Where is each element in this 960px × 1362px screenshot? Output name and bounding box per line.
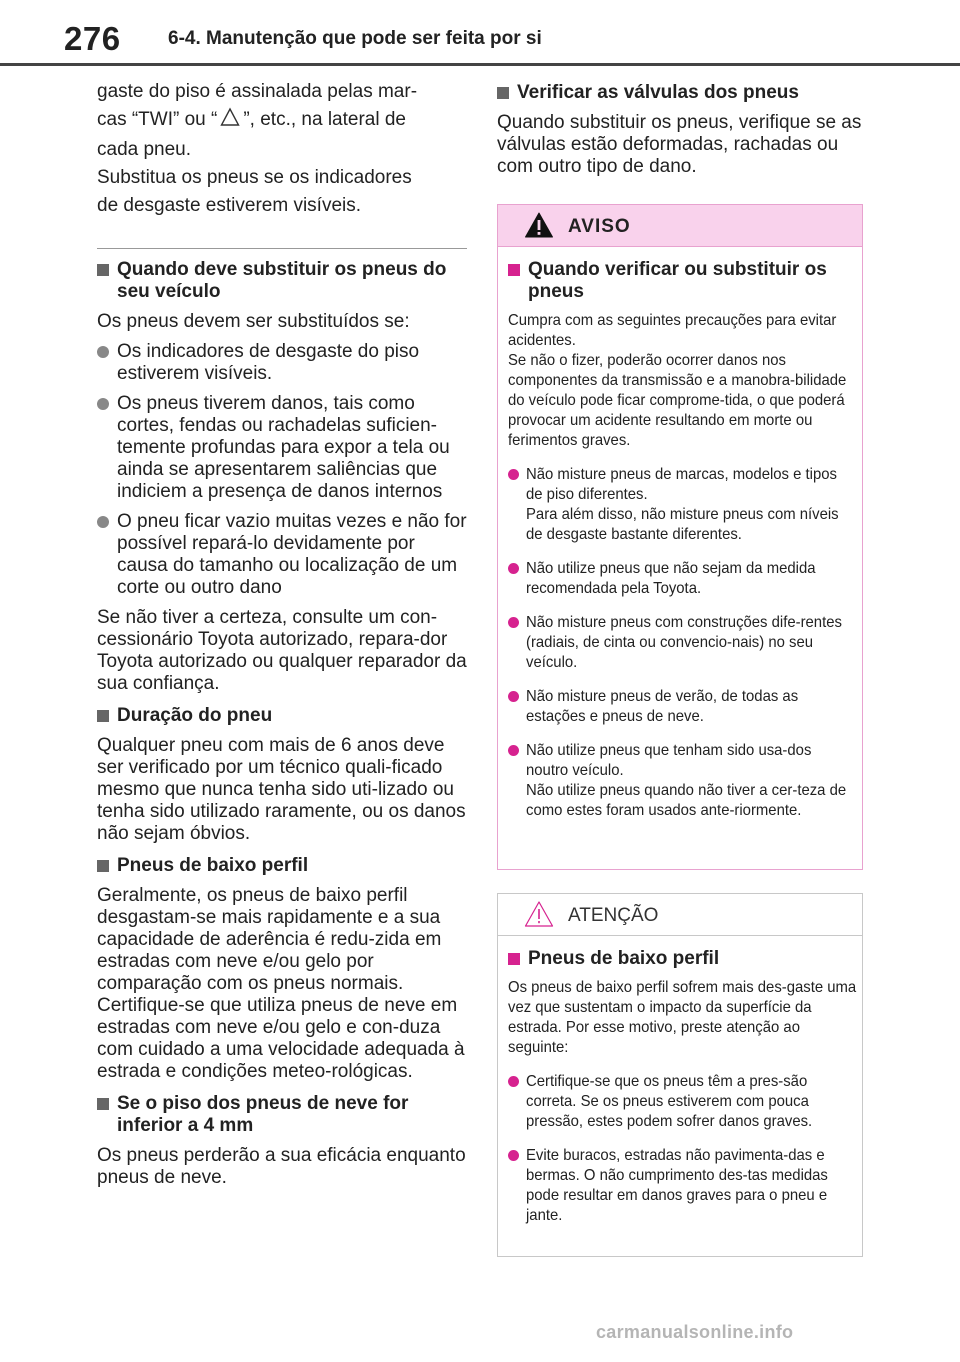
round-bullet-icon (97, 516, 109, 528)
box-text: Cumpra com as seguintes precauções para … (508, 312, 837, 349)
paragraph: Geralmente, os pneus de baixo perfil des… (97, 885, 465, 1082)
section-heading: Se o piso dos pneus de neve for inferior… (97, 1093, 467, 1137)
intro-text: ”, etc., na lateral de (243, 109, 406, 130)
triangle-outline-icon (220, 107, 241, 136)
list-item: Os pneus tiverem danos, tais como cortes… (97, 393, 467, 503)
section-title: 6-4. Manutenção que pode ser feita por s… (168, 28, 542, 49)
round-bullet-icon (508, 1150, 519, 1161)
list-item: Evite buracos, estradas não pavimenta-da… (508, 1146, 852, 1226)
section-heading: Pneus de baixo perfil (97, 855, 467, 877)
list-item: Não misture pneus de marcas, modelos e t… (508, 465, 852, 545)
section-heading: Duração do pneu (97, 705, 467, 727)
paragraph: Os pneus perderão a sua eficácia enquant… (97, 1145, 466, 1188)
caution-box-body: Pneus de baixo perfil Os pneus de baixo … (498, 936, 862, 1226)
intro-line: Substitua os pneus se os indicadores (97, 167, 412, 188)
header-divider (0, 63, 960, 66)
list-item: Não utilize pneus que tenham sido usa-do… (508, 741, 852, 821)
box-text: Se não o fizer, poderão ocorrer danos no… (508, 352, 847, 449)
round-bullet-icon (97, 346, 109, 358)
page-number: 276 (64, 20, 121, 57)
warning-box-body: Quando verificar ou substituir os pneus … (498, 247, 862, 821)
box-heading: Quando verificar ou substituir os pneus (508, 259, 852, 303)
paragraph: Os pneus devem ser substituídos se: (97, 311, 410, 332)
section-heading: Quando deve substituir os pneus do seu v… (97, 259, 467, 303)
list-item: Não utilize pneus que não sejam da medid… (508, 559, 852, 599)
round-bullet-icon (508, 691, 519, 702)
intro-line: gaste do piso é assinalada pelas mar- (97, 81, 418, 102)
caution-box-title: ATENÇÃO (568, 905, 659, 926)
intro-line: cas “TWI” ou “ ”, etc., na lateral de (97, 106, 467, 136)
round-bullet-icon (508, 1076, 519, 1087)
caution-box: ATENÇÃO Pneus de baixo perfil Os pneus d… (497, 893, 863, 1257)
intro-text: cas “TWI” ou “ (97, 109, 218, 130)
intro-line: de desgaste estiverem visíveis. (97, 195, 362, 216)
list-item: Certifique-se que os pneus têm a pres-sã… (508, 1072, 852, 1132)
paragraph: Quando substituir os pneus, verifique se… (497, 112, 862, 177)
paragraph: Qualquer pneu com mais de 6 anos deve se… (97, 735, 466, 844)
list-item: Não misture pneus com construções dife-r… (508, 613, 852, 673)
paragraph: Se não tiver a certeza, consulte um con-… (97, 607, 467, 694)
box-paragraph: Cumpra com as seguintes precauções para … (508, 311, 858, 451)
round-bullet-icon (508, 469, 519, 480)
square-bullet-icon (508, 264, 520, 276)
warning-box-header: AVISO (498, 205, 862, 247)
round-bullet-icon (508, 745, 519, 756)
list-item: Os indicadores de desgaste do piso estiv… (97, 341, 467, 385)
list-item: O pneu ficar vazio muitas vezes e não fo… (97, 511, 467, 599)
section-heading: Verificar as válvulas dos pneus (497, 82, 867, 104)
right-column: Verificar as válvulas dos pneus Quando s… (497, 78, 867, 184)
box-paragraph: Os pneus de baixo perfil sofrem mais des… (508, 979, 857, 1056)
warning-box-title: AVISO (568, 216, 631, 237)
square-bullet-icon (97, 860, 109, 872)
caution-box-header: ATENÇÃO (498, 894, 862, 936)
square-bullet-icon (508, 953, 520, 965)
round-bullet-icon (508, 563, 519, 574)
watermark: carmanualsonline.info (596, 1322, 794, 1342)
warning-triangle-icon (524, 211, 554, 244)
square-bullet-icon (97, 710, 109, 722)
caution-triangle-outline-icon (524, 900, 554, 933)
intro-line: cada pneu. (97, 139, 192, 160)
square-bullet-icon (97, 264, 109, 276)
square-bullet-icon (97, 1098, 109, 1110)
round-bullet-icon (508, 617, 519, 628)
square-bullet-icon (497, 87, 509, 99)
section-divider (97, 248, 467, 249)
page-header: 276 6-4. Manutenção que pode ser feita p… (0, 0, 960, 66)
left-column: gaste do piso é assinalada pelas mar- ca… (97, 78, 467, 1195)
warning-box: AVISO Quando verificar ou substituir os … (497, 204, 863, 870)
list-item: Não misture pneus de verão, de todas as … (508, 687, 852, 727)
box-heading: Pneus de baixo perfil (508, 948, 852, 970)
round-bullet-icon (97, 398, 109, 410)
